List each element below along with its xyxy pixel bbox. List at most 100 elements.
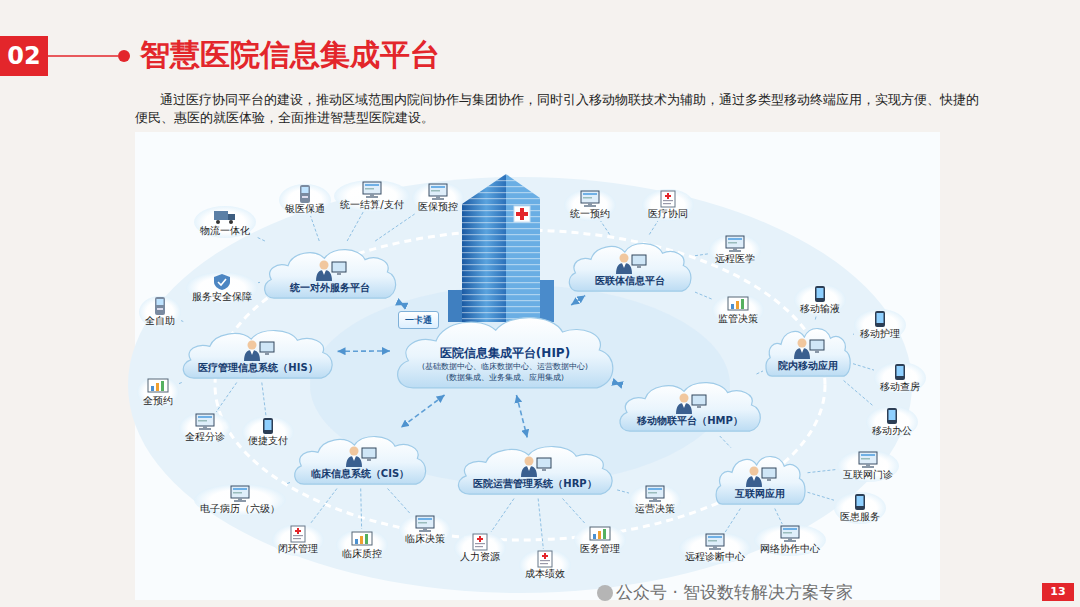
terminal-icon	[412, 515, 438, 533]
link-line	[695, 292, 712, 299]
service-item: 远程医学	[709, 234, 761, 266]
node-label: 医疗管理信息系统（HIS）	[198, 361, 317, 374]
page-title: 智慧医院信息集成平台	[140, 34, 440, 76]
terminal-icon	[807, 285, 833, 303]
intro-caption: 通过医疗协同平台的建设，推动区域范围内院间协作与集团协作，同时引入移动物联技术为…	[135, 91, 980, 127]
node-label: 医院信息集成平台(HIP)	[440, 345, 570, 361]
terminal-icon	[702, 533, 728, 551]
node-label: 医保预控	[418, 201, 458, 213]
node-label: 医务管理	[580, 543, 620, 555]
staff-icon	[791, 337, 825, 359]
link-line	[310, 489, 337, 525]
service-item: 移动输液	[794, 284, 846, 316]
service-item: 移动护理	[854, 309, 906, 341]
page-number-box	[1042, 583, 1074, 601]
node-label: 运营决策	[635, 503, 675, 515]
data-exchange-arrow	[615, 383, 620, 384]
node-label: 医疗协同	[648, 208, 688, 220]
terminal-icon	[587, 525, 613, 543]
node-label: 互联网应用	[735, 487, 785, 500]
link-line	[563, 499, 586, 525]
link-line	[311, 216, 320, 241]
terminal-icon	[227, 485, 253, 503]
node-label: 统一预约	[570, 208, 610, 220]
system-cloud: 移动物联平台（HMP）	[615, 374, 765, 436]
node-label: 闭环管理	[278, 543, 318, 555]
link-line	[775, 509, 783, 525]
node-label: 临床质控	[342, 548, 382, 560]
node-label: 移动护理	[860, 328, 900, 340]
service-item: 医患服务	[834, 492, 886, 524]
service-item: 统一结算/支付	[334, 180, 409, 212]
terminal-icon	[425, 183, 451, 201]
watermark-icon	[597, 585, 613, 601]
link-line	[360, 489, 362, 530]
node-label: 全预约	[143, 395, 173, 407]
link-line	[258, 282, 260, 283]
terminal-icon	[209, 273, 235, 291]
terminal-icon	[145, 377, 171, 395]
service-item: 互联网门诊	[837, 450, 899, 482]
terminal-icon	[292, 185, 318, 203]
system-cloud: 临床信息系统（CIS）	[290, 428, 430, 489]
node-detail: (基础数据中心、临床数据中心、运营数据中心)	[422, 361, 588, 372]
data-exchange-arrow	[571, 296, 585, 306]
service-item: 全程分诊	[179, 412, 231, 444]
terminal-icon	[777, 525, 803, 543]
cloud-shape	[615, 374, 765, 436]
node-label: 远程诊断中心	[685, 551, 745, 563]
service-item: 移动查房	[874, 362, 926, 394]
system-cloud: 统一对外服务平台	[260, 241, 400, 303]
link-line	[815, 316, 817, 320]
staff-icon	[673, 392, 707, 414]
service-item: 便捷支付	[242, 416, 294, 448]
cloud-shape	[763, 320, 853, 381]
system-cloud: 医院运营管理系统（HRP）	[453, 438, 617, 499]
card-label: 一卡通	[398, 311, 439, 329]
cloud-shape	[713, 448, 808, 509]
cloud-shape	[178, 322, 337, 383]
link-line	[720, 436, 731, 448]
system-cloud: 医联体信息平台	[565, 235, 695, 296]
service-item: 银医保通	[279, 184, 331, 216]
node-label: 医院运营管理系统（HRP）	[473, 477, 596, 490]
node-label: 移动物联平台（HMP）	[637, 414, 743, 427]
section-badge	[0, 36, 48, 76]
node-label: 临床信息系统（CIS）	[311, 467, 409, 480]
staff-icon	[343, 445, 377, 467]
terminal-icon	[655, 190, 681, 208]
cloud-shape	[565, 235, 695, 296]
cloud-shape	[260, 241, 400, 303]
node-label: 移动输液	[800, 303, 840, 315]
terminal-icon	[577, 190, 603, 208]
node-detail: (数据集成、业务集成、应用集成)	[446, 372, 564, 383]
node-label: 全程分诊	[185, 431, 225, 443]
service-item: 闭环管理	[272, 524, 324, 556]
terminal-icon	[349, 530, 375, 548]
terminal-icon	[867, 310, 893, 328]
data-exchange-arrow	[400, 303, 404, 305]
terminal-icon	[192, 413, 218, 431]
service-item: 医疗协同	[642, 189, 694, 221]
service-item: 医务管理	[574, 524, 626, 556]
terminal-icon	[725, 295, 751, 313]
system-cloud: 互联网应用	[713, 448, 808, 509]
link-line	[375, 214, 414, 241]
watermark: 公众号 · 智设数转解决方案专家	[616, 582, 853, 603]
system-cloud: 院内移动应用	[763, 320, 853, 381]
node-label: 便捷支付	[248, 435, 288, 447]
node-label: 移动办公	[872, 425, 912, 437]
service-item: 成本绩效	[519, 549, 571, 581]
title-dot	[118, 50, 130, 62]
link-line	[844, 381, 874, 407]
terminal-icon	[879, 407, 905, 425]
terminal-icon	[722, 235, 748, 253]
service-item: 全自助	[139, 296, 181, 328]
node-label: 统一结算/支付	[340, 199, 403, 211]
data-exchange-arrow	[338, 350, 390, 352]
link-line	[491, 499, 514, 533]
cloud-shape	[290, 428, 430, 489]
node-label: 服务安全保障	[192, 291, 252, 303]
link-line	[695, 254, 709, 256]
